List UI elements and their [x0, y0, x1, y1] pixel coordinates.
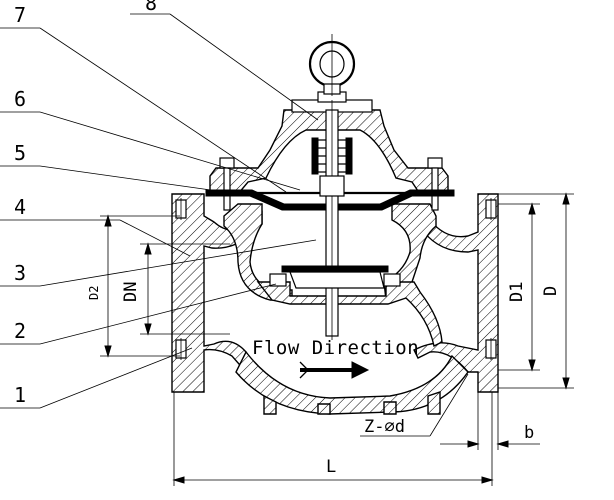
- flow-direction-label: Flow Direction: [252, 337, 419, 359]
- dim-d: D: [541, 286, 561, 296]
- callout-4: 4: [14, 195, 26, 219]
- cover-bolts: [219, 157, 443, 211]
- callout-leaders: [0, 13, 319, 409]
- dimension-lines: [100, 192, 574, 486]
- callout-5: 5: [14, 141, 26, 165]
- dim-bolts: Z-⌀d: [364, 417, 405, 437]
- callout-7: 7: [14, 3, 26, 27]
- callout-6: 6: [14, 87, 26, 111]
- dim-dn: DN: [121, 282, 141, 302]
- callout-3: 3: [14, 261, 26, 285]
- callout-8: 8: [145, 0, 157, 15]
- dim-l: L: [326, 457, 336, 477]
- callout-1: 1: [14, 383, 26, 407]
- flow-arrow: [299, 361, 370, 379]
- flange-bolts: [175, 198, 497, 360]
- diaphragm: [205, 189, 455, 211]
- valve-disc: [269, 265, 401, 289]
- dim-b: b: [524, 423, 534, 443]
- dim-d1: D1: [507, 282, 527, 302]
- dim-d2: D2: [87, 286, 101, 300]
- callout-2: 2: [14, 319, 26, 343]
